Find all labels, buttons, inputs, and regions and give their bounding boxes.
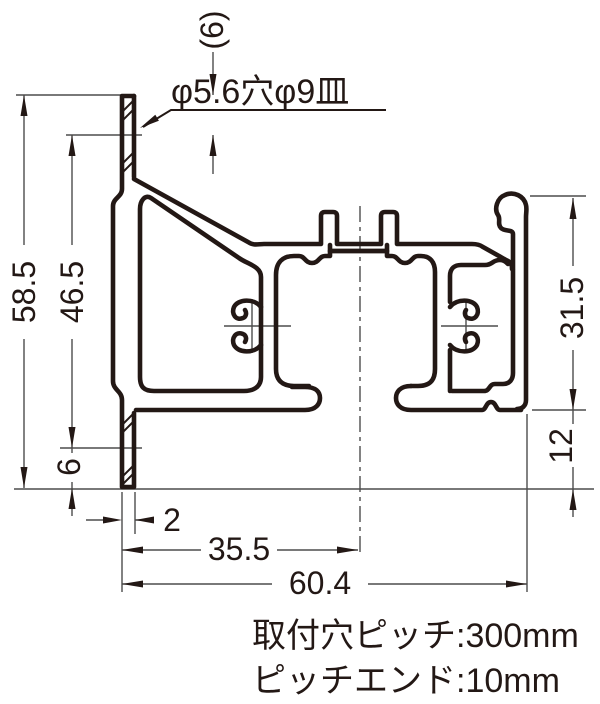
dim-top-offset: (6) bbox=[194, 10, 230, 49]
mounting-notes: 取付穴ピッチ:300mm ピッチエンド:10mm bbox=[252, 617, 579, 700]
extrusion-profile-outline bbox=[110, 93, 529, 490]
section-hatch bbox=[121, 99, 135, 486]
hole-leader bbox=[140, 109, 386, 128]
countersunk-hole-label: φ5.6穴φ9皿 bbox=[171, 73, 349, 111]
dim-bottom-offset: 6 bbox=[51, 458, 87, 476]
dim-total-height: 58.5 bbox=[6, 261, 42, 323]
screw-port-crosshairs bbox=[224, 299, 498, 353]
dim-hole-pitch-height: 46.5 bbox=[54, 261, 90, 323]
extension-lines bbox=[14, 94, 594, 592]
screw-port-right bbox=[447, 298, 481, 354]
screw-port-left bbox=[230, 298, 264, 354]
dimension-lines bbox=[23, 52, 574, 585]
note-pitch-end: ピッチエンド:10mm bbox=[252, 662, 560, 700]
dim-center-from-left: 35.5 bbox=[208, 531, 270, 567]
dimension-labels: 58.5 46.5 6 (6) 2 35.5 60.4 31.5 12 bbox=[6, 10, 590, 601]
dim-total-width: 60.4 bbox=[289, 565, 351, 601]
dim-wall-thickness: 2 bbox=[163, 502, 181, 538]
dimension-arrows bbox=[20, 74, 577, 588]
dim-right-height: 31.5 bbox=[554, 277, 590, 339]
dim-right-bottom-height: 12 bbox=[543, 428, 579, 464]
note-hole-pitch: 取付穴ピッチ:300mm bbox=[252, 617, 579, 655]
